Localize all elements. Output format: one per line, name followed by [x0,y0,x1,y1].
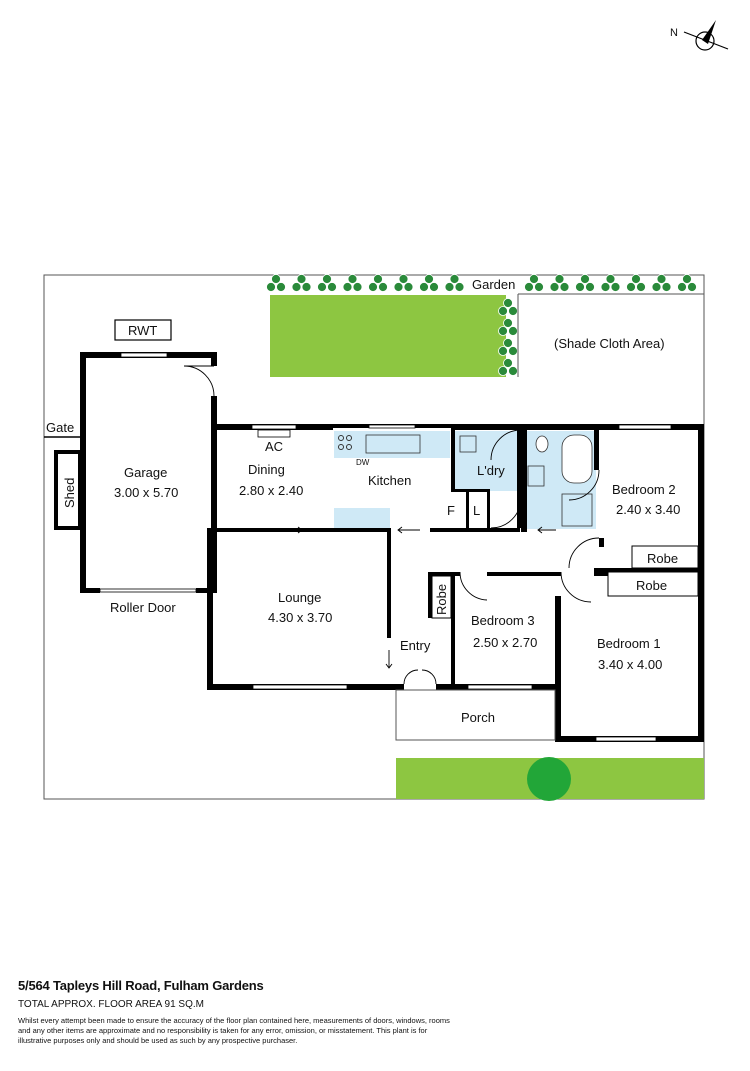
direction-arrows [272,526,556,669]
linen-label: L [473,503,480,518]
gate-label: Gate [46,420,74,435]
laundry-floor [452,431,518,491]
shrub-icon [677,274,697,292]
windows [99,352,672,742]
compass-north-label: N [670,27,678,39]
lounge-name: Lounge [278,590,321,605]
shrub-icon [393,274,414,292]
dishwasher-label: DW [356,458,370,467]
floor-area: TOTAL APPROX. FLOOR AREA 91 SQ.M [18,999,204,1010]
robe-bedroom2-label: Robe [647,551,678,566]
shrub-icon [498,338,518,356]
robe-bedroom1-label: Robe [636,578,667,593]
disclaimer: Whilst every attempt been made to ensure… [18,1016,450,1045]
garden-shrubs [266,274,697,376]
dining-size: 2.80 x 2.40 [239,483,303,498]
compass-icon: N [670,20,729,51]
cooktop-icon [338,435,352,450]
shrub-icon [626,274,646,292]
shrub-icon [444,274,465,292]
shrub-icon [549,274,570,292]
bedroom2-name: Bedroom 2 [612,482,676,497]
robe-bedroom3 [431,575,452,619]
robe-bedroom2 [631,545,699,569]
garage-size: 3.00 x 5.70 [114,485,178,500]
bedroom3-name: Bedroom 3 [471,613,535,628]
shrub-icon [368,274,388,292]
kitchen-sink-icon [365,434,421,454]
ac-unit-icon [257,429,291,438]
shed-label: Shed [62,478,77,508]
laundry-tub-icon [459,435,477,453]
shrub-icon [419,274,439,292]
kitchen-island [334,508,390,530]
shade-cloth-label: (Shade Cloth Area) [554,336,665,351]
bedroom3-size: 2.50 x 2.70 [473,635,537,650]
robe-bedroom1 [607,571,699,597]
dining-name: Dining [248,462,285,477]
porch-label: Porch [461,710,495,725]
shrub-icon [342,274,363,292]
shrub-icon [600,274,621,292]
shrub-icon [317,274,337,292]
kitchen-bench [334,431,450,458]
fridge-label: F [447,503,455,518]
shrub-icon [651,274,672,292]
porch-area [395,689,556,741]
bedroom2-size: 2.40 x 3.40 [616,502,680,517]
garage-name: Garage [124,465,167,480]
shower-icon [561,493,593,527]
shrub-icon [498,318,518,336]
bedroom1-size: 3.40 x 4.00 [598,657,662,672]
walls [80,352,704,742]
robe-bedroom3-label: Robe [434,584,449,615]
lounge-size: 4.30 x 3.70 [268,610,332,625]
rwt-label: RWT [128,323,157,338]
shrub-icon [266,274,286,292]
door-swings [183,365,600,685]
garden-label: Garden [472,277,515,292]
roller-door-label: Roller Door [110,600,176,615]
rear-lawn [270,295,506,377]
shrub-icon [498,358,518,376]
entry-name: Entry [400,638,431,653]
shrub-icon [498,298,518,316]
bedroom1-name: Bedroom 1 [597,636,661,651]
kitchen-name: Kitchen [368,473,411,488]
rainwater-tank [114,319,172,341]
bathtub-icon [561,434,593,484]
property-address: 5/564 Tapleys Hill Road, Fulham Gardens [18,978,264,993]
shrub-icon [291,274,312,292]
shed [54,450,82,530]
vanity-icon [527,465,545,487]
shrub-icon [575,274,595,292]
toilet-icon [535,435,549,453]
shrub-icon [524,274,544,292]
laundry-name: L'dry [477,463,505,478]
tree-icon [527,757,571,801]
ac-label: AC [265,439,283,454]
